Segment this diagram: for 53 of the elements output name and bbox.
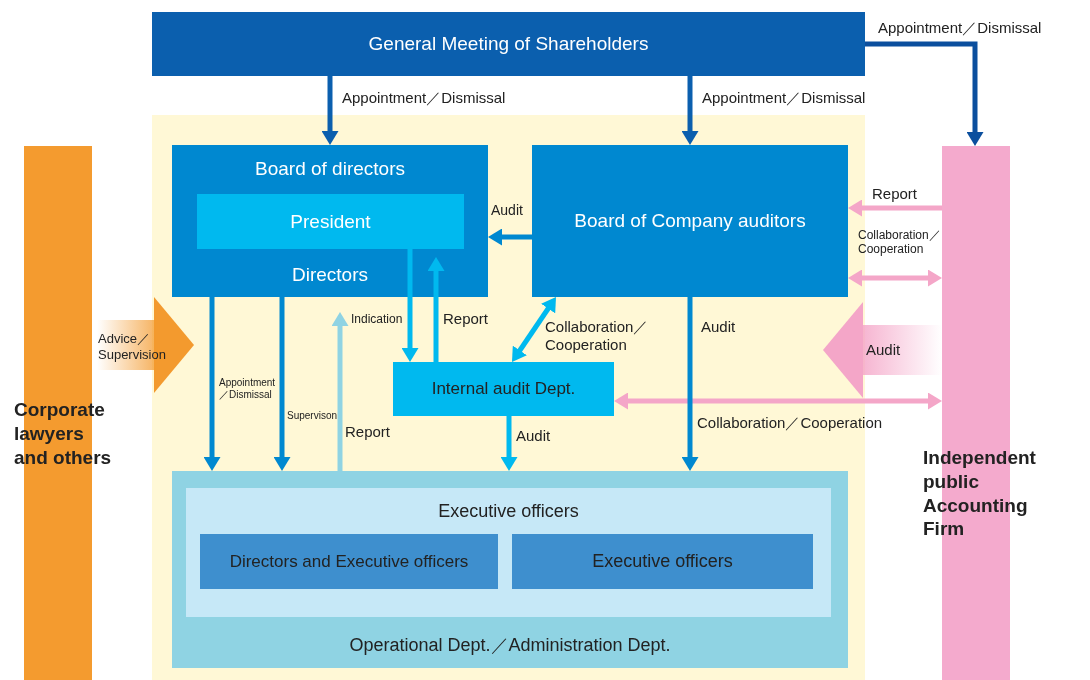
- node-label: President: [290, 209, 371, 234]
- audit-dept-box: [393, 362, 614, 416]
- arrow: [848, 199, 942, 217]
- edge-label: Report: [443, 310, 489, 328]
- node-label: Board of directors: [255, 157, 405, 181]
- edge-label: Appointment／Dismissal: [219, 377, 277, 401]
- president-box: [197, 194, 464, 249]
- arrow: [681, 297, 699, 471]
- arrow: [273, 297, 291, 471]
- arrow: [321, 76, 339, 145]
- edge-label: Advice／Supervision: [98, 331, 167, 363]
- executives-panel: [186, 488, 831, 617]
- edge-label: Indication: [351, 312, 403, 327]
- edge-label: Audit: [866, 341, 901, 359]
- arrow: [488, 228, 532, 246]
- node-label: Directors and Executive officers: [229, 550, 469, 573]
- arrow: [512, 297, 556, 362]
- meeting-box: [152, 12, 865, 76]
- edge-label: Report: [872, 185, 918, 203]
- edge-label: Audit: [491, 202, 523, 219]
- arrow: [681, 76, 699, 145]
- edge-label: Audit: [516, 427, 551, 445]
- arrow: [500, 416, 518, 471]
- officer-box: [200, 534, 498, 589]
- arrow: [331, 312, 349, 471]
- node-label: Operational Dept.／Administration Dept.: [349, 633, 671, 656]
- arrow: [865, 41, 984, 146]
- edge-label: Appointment／Dismissal: [342, 89, 506, 107]
- edge-label: Appointment／Dismissal: [878, 19, 1042, 37]
- edge-label: Supervison: [287, 410, 338, 422]
- node-label: Board of Company auditors: [574, 209, 806, 233]
- arrow: [614, 392, 942, 410]
- edge-label: Audit: [701, 318, 736, 336]
- block-arrow: [97, 297, 194, 393]
- arrow: [401, 249, 419, 362]
- edge-label: Collaboration／Cooperation: [697, 414, 883, 432]
- arrow: [848, 269, 942, 287]
- arrow: [203, 297, 221, 471]
- officer-box: [512, 534, 813, 589]
- edge-label: Report: [345, 423, 391, 441]
- operations-panel: [172, 471, 848, 668]
- node-label: Directors: [292, 263, 368, 287]
- edge-label: Appointment／Dismissal: [702, 89, 866, 107]
- node-label: Independent public Accounting Firm: [923, 446, 1037, 541]
- node-label: General Meeting of Shareholders: [368, 32, 649, 56]
- node-label: Executive officers: [592, 550, 733, 573]
- edge-label: Collaboration／Cooperation: [545, 318, 650, 354]
- auditors-box: [532, 145, 848, 297]
- node-label: Executive officers: [438, 500, 579, 523]
- node-label: Internal audit Dept.: [431, 378, 576, 400]
- edge-label: Collaboration／Cooperation: [858, 228, 942, 257]
- board-box: [172, 145, 488, 297]
- arrow: [427, 257, 445, 362]
